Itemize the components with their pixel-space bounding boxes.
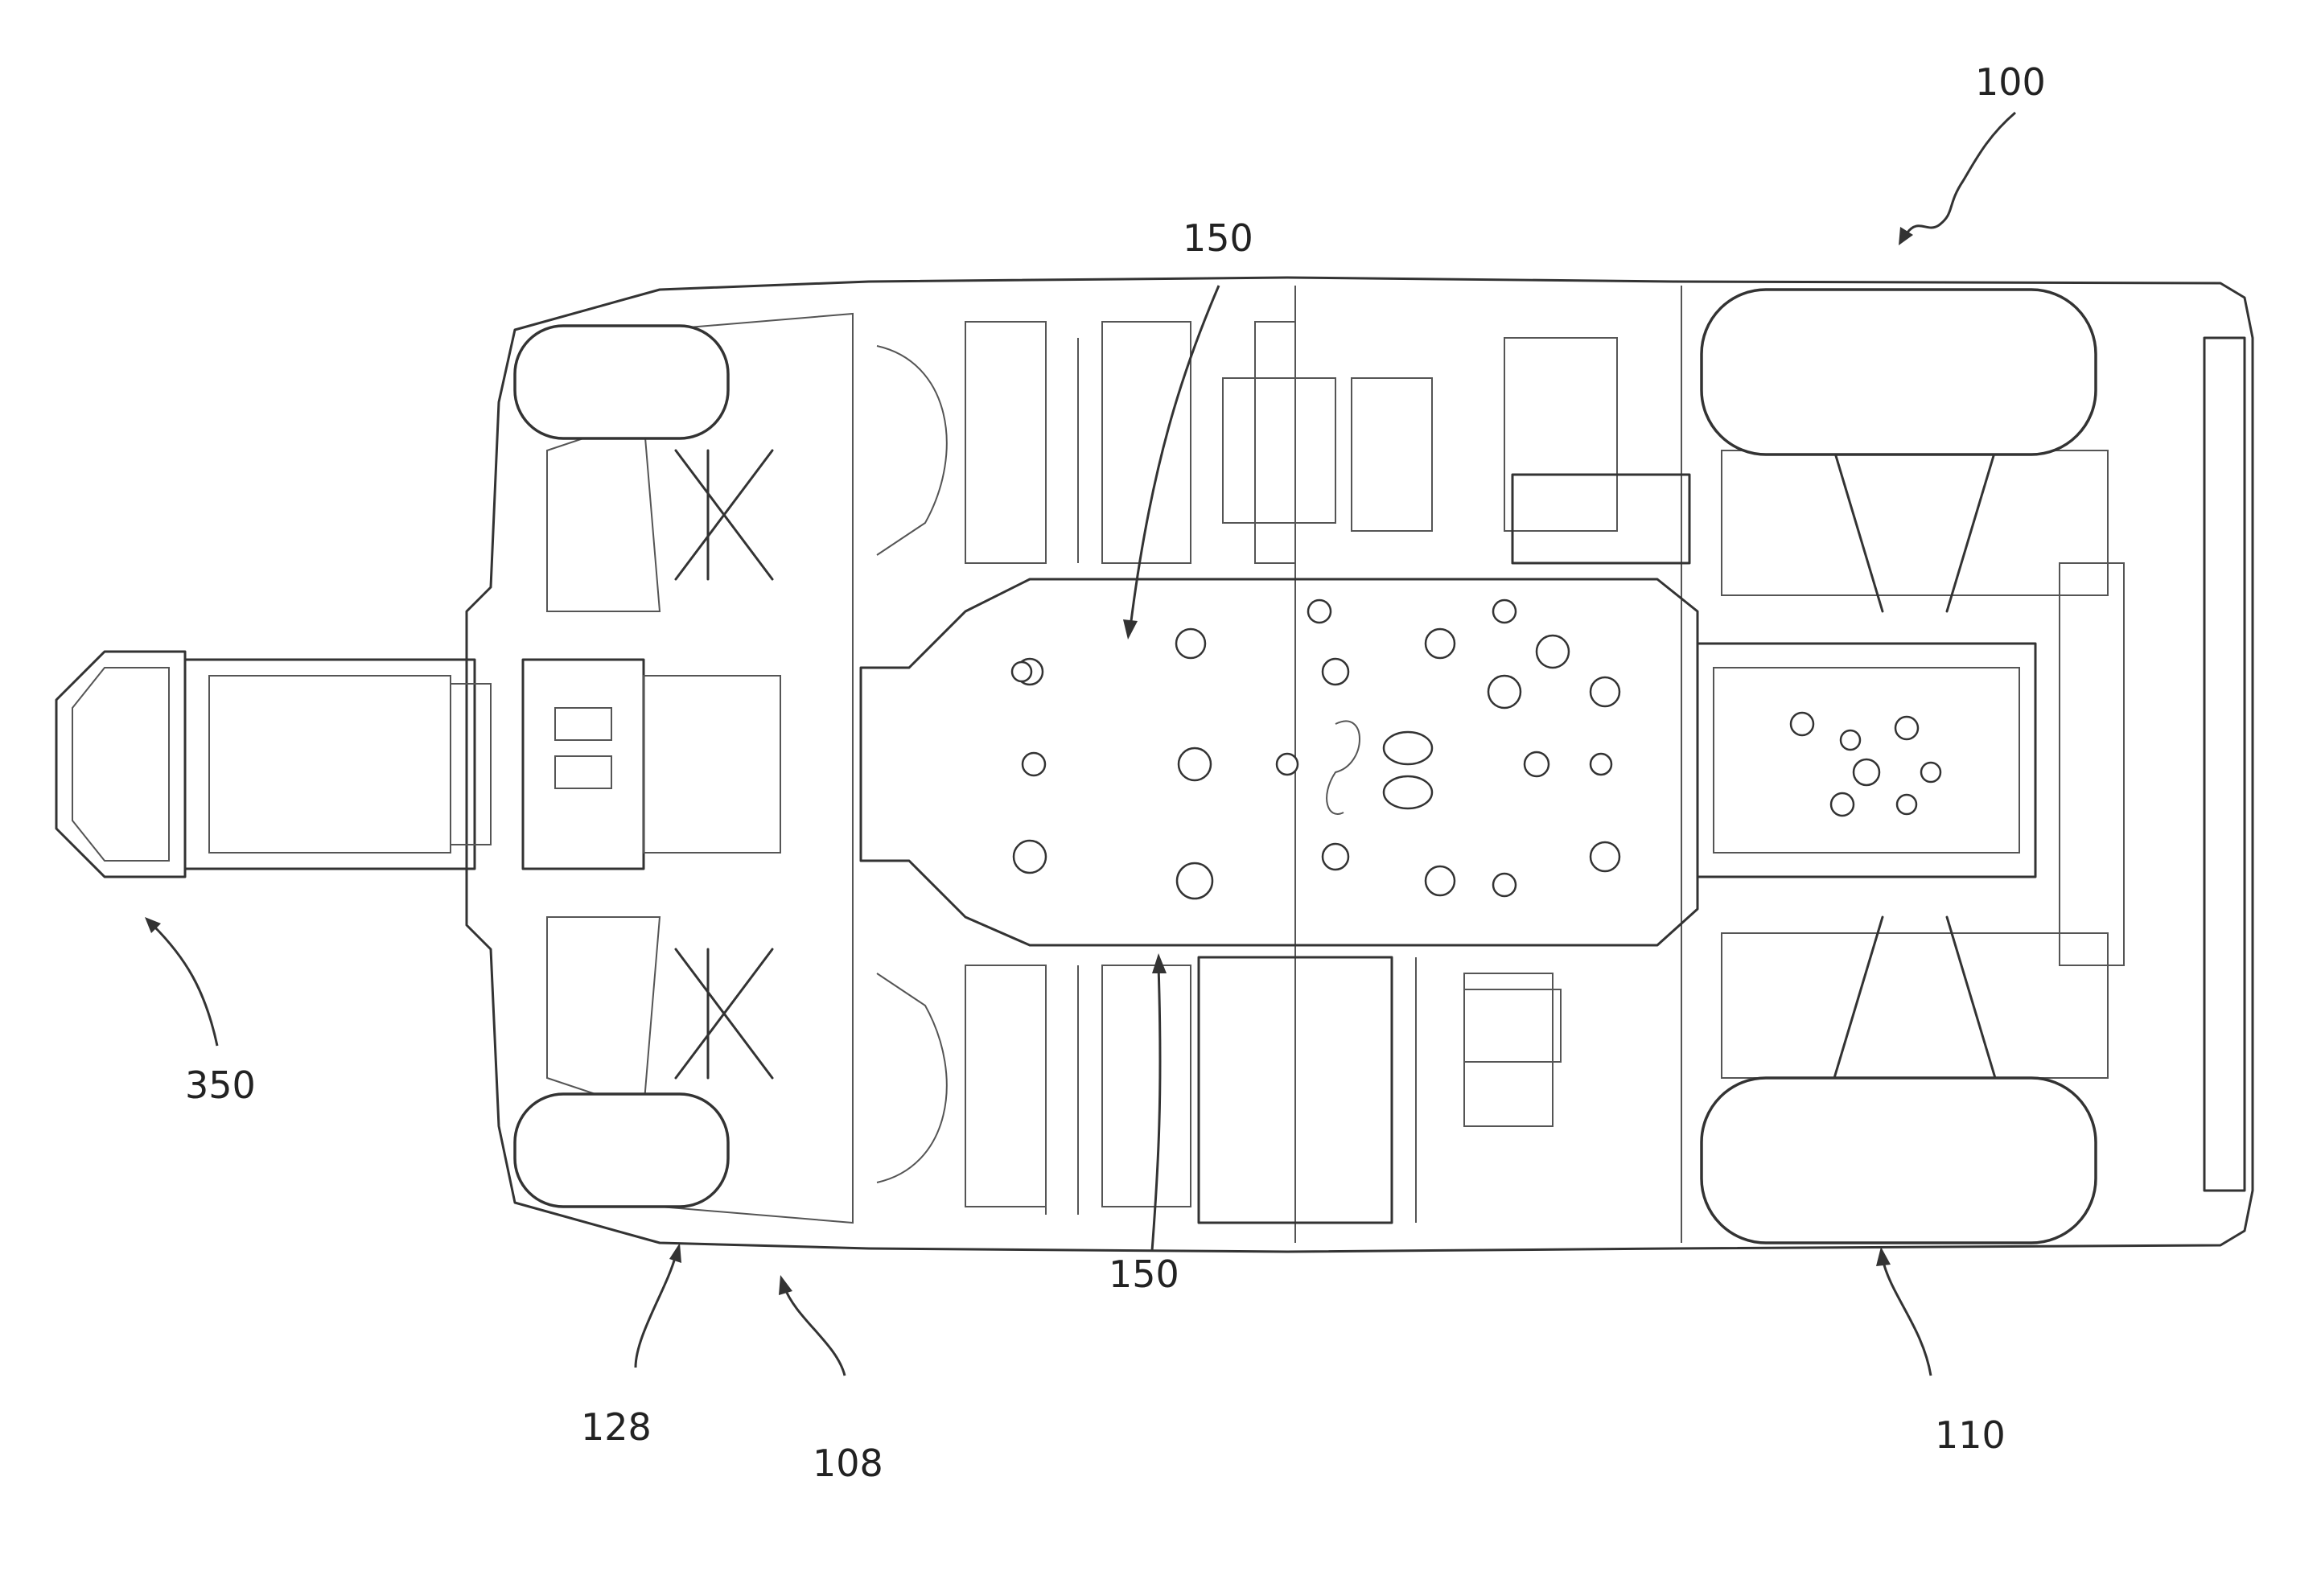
rear-left-tire: [1702, 290, 2096, 455]
rear-frame-structure: [1698, 338, 2245, 1191]
upper-frame-structure: [877, 322, 1689, 563]
label-128: 128: [581, 1405, 652, 1449]
label-150-bottom: 150: [1109, 1253, 1179, 1296]
front-left-tire: [515, 326, 728, 438]
front-suspension: [523, 418, 780, 1110]
front-right-tire: [515, 1094, 728, 1207]
reference-numerals: 100 150 150 350 128 108 110: [185, 60, 2046, 1485]
floor-panel: [861, 579, 1698, 945]
label-110: 110: [1935, 1413, 2006, 1457]
front-attachment: [56, 652, 491, 877]
rear-right-tire: [1702, 1078, 2096, 1243]
label-350: 350: [185, 1063, 256, 1107]
lower-frame-structure: [877, 957, 1561, 1223]
label-150-top: 150: [1183, 216, 1253, 260]
label-100: 100: [1975, 60, 2046, 104]
label-108: 108: [813, 1442, 883, 1485]
